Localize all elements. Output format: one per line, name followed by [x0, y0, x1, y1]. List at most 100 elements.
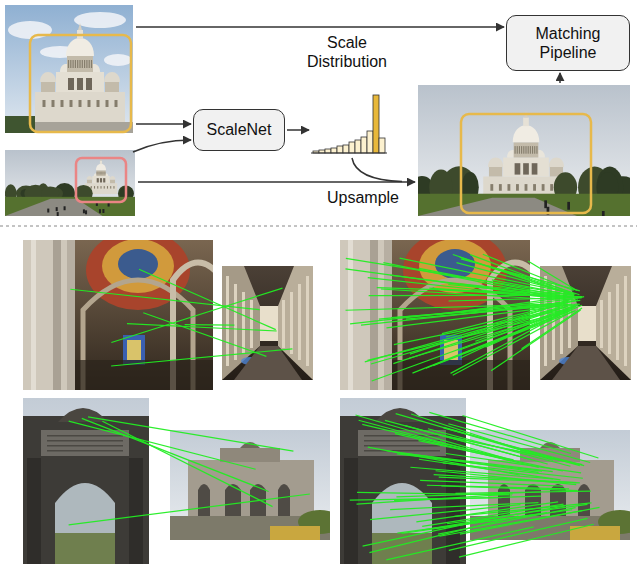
porch-arch — [97, 178, 99, 182]
match-line — [359, 420, 511, 461]
annotation: Scale Distribution — [300, 33, 395, 71]
window — [97, 186, 98, 189]
flow-arrow — [133, 140, 191, 152]
flow-arrow — [559, 73, 561, 83]
pilaster — [27, 458, 41, 564]
match-line — [345, 269, 570, 300]
photo — [170, 430, 330, 540]
drum-window — [536, 146, 537, 154]
pilaster — [129, 458, 143, 564]
histogram-bar — [367, 131, 373, 153]
window — [52, 100, 55, 107]
match-line — [70, 289, 259, 309]
match-line — [410, 467, 553, 479]
column-fluting — [348, 240, 353, 390]
match-line — [356, 415, 513, 460]
column — [226, 276, 229, 366]
drum-window — [517, 146, 518, 154]
dome-drum — [514, 142, 539, 157]
inscription-line — [47, 440, 123, 442]
window — [97, 100, 100, 107]
photo — [418, 85, 630, 216]
drum-window — [102, 172, 103, 175]
column — [600, 300, 603, 348]
process-box: ScaleNet — [193, 109, 285, 151]
dome — [549, 158, 564, 167]
person — [47, 209, 49, 213]
flow-arrow — [136, 26, 504, 28]
dome-drum — [489, 167, 502, 177]
dome-drum — [67, 56, 93, 72]
greenery — [55, 533, 115, 564]
flow-arrow — [136, 123, 191, 125]
drum-window — [534, 146, 535, 154]
window — [91, 186, 92, 189]
match-line — [492, 280, 574, 296]
drum-window — [73, 60, 74, 68]
dome — [66, 38, 94, 56]
window — [88, 100, 91, 107]
match-line — [447, 504, 588, 523]
match-line — [394, 309, 568, 344]
window — [106, 100, 109, 107]
drum-window — [84, 60, 85, 68]
column — [298, 284, 301, 360]
drum-window — [70, 60, 71, 68]
cloud — [74, 12, 126, 28]
drum-window — [528, 146, 529, 154]
person — [602, 211, 605, 216]
gate-stone — [23, 416, 149, 564]
match-line — [369, 516, 518, 552]
column-fluting — [67, 240, 75, 390]
histogram-bar — [343, 145, 349, 153]
grass — [5, 197, 135, 216]
person — [85, 210, 87, 214]
box-label: ScaleNet — [207, 120, 272, 139]
photo — [5, 150, 135, 216]
dome — [110, 176, 116, 180]
dome — [104, 72, 120, 82]
histogram-bar — [337, 146, 343, 153]
sky — [5, 5, 133, 133]
match-line — [365, 306, 563, 361]
window — [70, 100, 73, 107]
drum-window — [86, 60, 87, 68]
match-line — [436, 471, 577, 485]
histogram-bar — [349, 142, 355, 153]
match-line — [455, 491, 590, 493]
flowerbed — [270, 526, 320, 540]
drum-window — [79, 60, 80, 68]
drum-window — [75, 60, 76, 68]
crop-box — [461, 114, 591, 213]
dome — [87, 176, 93, 180]
match-line — [397, 513, 545, 533]
match-line — [426, 312, 569, 369]
match-line — [69, 494, 310, 525]
match-line — [451, 309, 571, 373]
floor — [552, 346, 620, 380]
annotation: Upsample — [318, 188, 408, 207]
arrows — [133, 27, 560, 182]
person — [99, 209, 101, 213]
dome — [40, 72, 56, 82]
drum-window — [521, 146, 522, 154]
drum-window — [96, 172, 97, 175]
porch-arch — [523, 163, 529, 174]
drum-window — [100, 172, 101, 175]
dome-drum — [41, 82, 55, 92]
basilica-body — [35, 92, 125, 122]
drum-window — [525, 146, 526, 154]
gate-body — [188, 460, 314, 518]
dome-drum — [87, 180, 92, 184]
match-line — [443, 428, 584, 466]
window — [113, 186, 114, 189]
window — [115, 100, 118, 107]
match-line — [357, 494, 513, 504]
match-line — [427, 485, 569, 489]
arch-opening — [278, 484, 290, 518]
drum-window — [98, 172, 99, 175]
match-line — [390, 503, 538, 510]
person — [64, 206, 66, 210]
drum-window — [77, 60, 78, 68]
